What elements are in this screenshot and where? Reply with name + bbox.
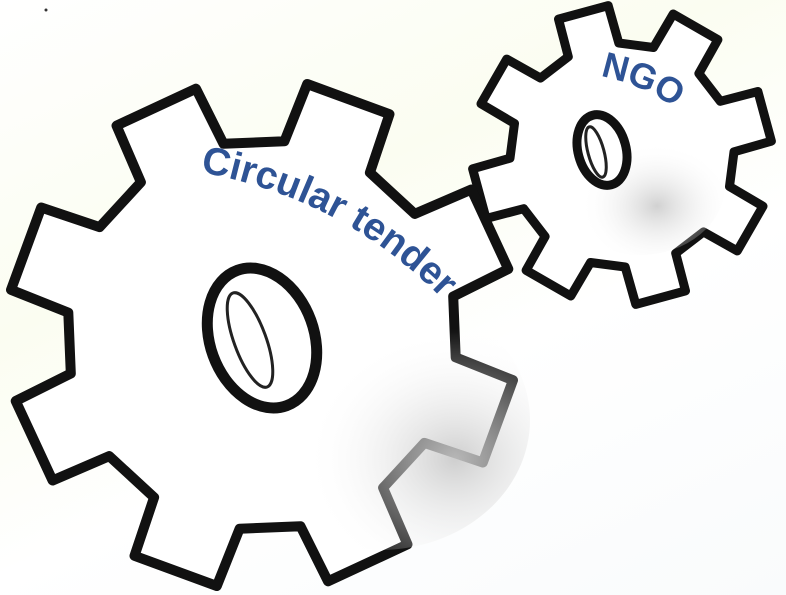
large-gear — [6, 79, 530, 591]
small-gear-hole — [572, 110, 632, 190]
large-gear-hole-inner — [225, 291, 275, 389]
large-gear-hole — [201, 262, 323, 414]
small-gear — [468, 1, 776, 309]
small-gear-hole-inner — [584, 125, 608, 179]
speck — [44, 8, 48, 12]
